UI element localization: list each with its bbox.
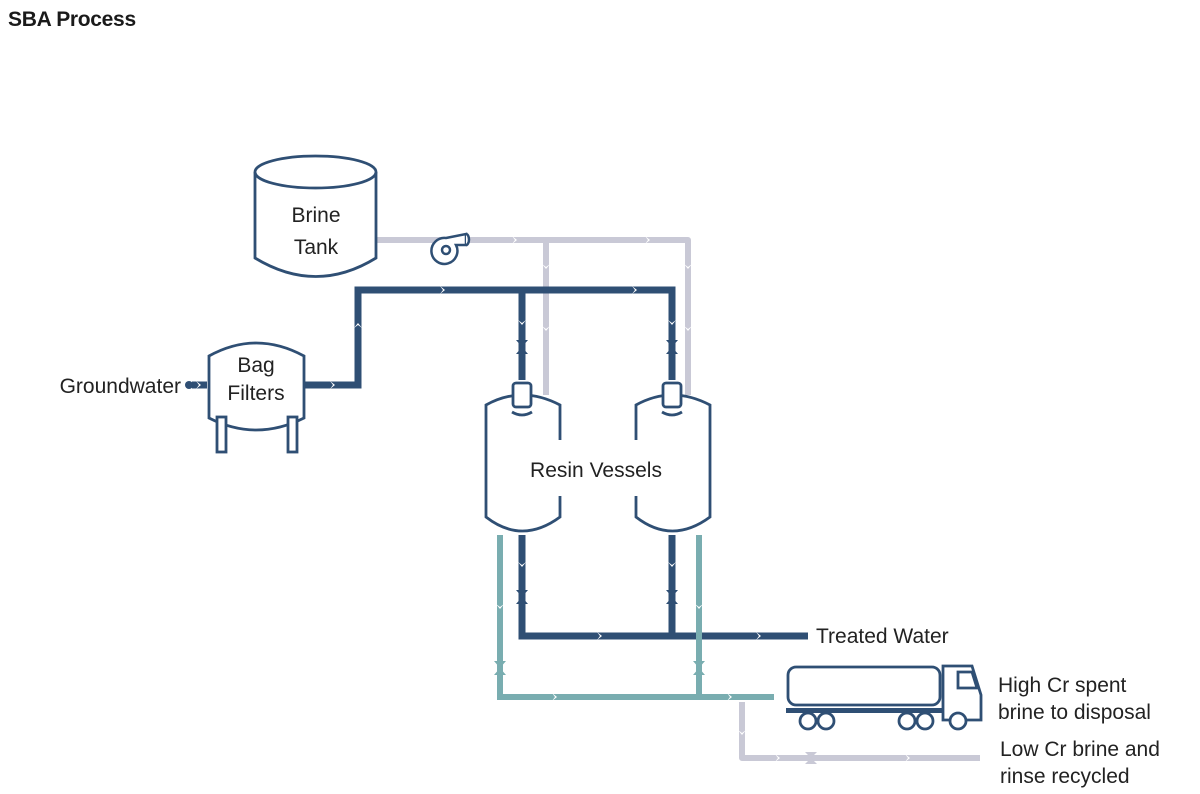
brine-tank-label-1: Brine — [291, 204, 340, 227]
treated-water-label: Treated Water — [816, 625, 949, 648]
brine-tank-label-2: Tank — [294, 236, 339, 259]
high-cr-label-2: brine to disposal — [998, 701, 1151, 724]
brine-tank — [253, 154, 378, 278]
process-line — [192, 286, 808, 640]
process-flow-arrows — [196, 286, 761, 640]
resin-vessel-1 — [484, 381, 562, 533]
bag-filters-label-2: Filters — [227, 382, 284, 405]
low-cr-label-1: Low Cr brine and — [1000, 738, 1160, 761]
groundwater-inlet — [185, 381, 193, 389]
diagram-title: SBA Process — [8, 8, 136, 31]
spent-flow-arrows — [496, 604, 732, 701]
valve-icon[interactable] — [516, 340, 678, 604]
pump-icon[interactable] — [430, 232, 471, 266]
groundwater-label: Groundwater — [60, 375, 181, 398]
valve-icon[interactable] — [805, 752, 817, 764]
brine-flow-arrows — [512, 236, 910, 762]
tanker-truck-icon — [786, 664, 983, 731]
bag-filters — [207, 341, 306, 454]
bag-filters-label-1: Bag — [237, 354, 274, 377]
resin-vessels-label: Resin Vessels — [530, 459, 662, 482]
low-cr-label-2: rinse recycled — [1000, 765, 1130, 788]
spent-brine-line — [497, 535, 774, 700]
valve-icon[interactable] — [494, 661, 705, 675]
brine-line — [374, 237, 980, 761]
resin-vessel-2 — [634, 381, 712, 533]
high-cr-label-1: High Cr spent — [998, 674, 1127, 697]
